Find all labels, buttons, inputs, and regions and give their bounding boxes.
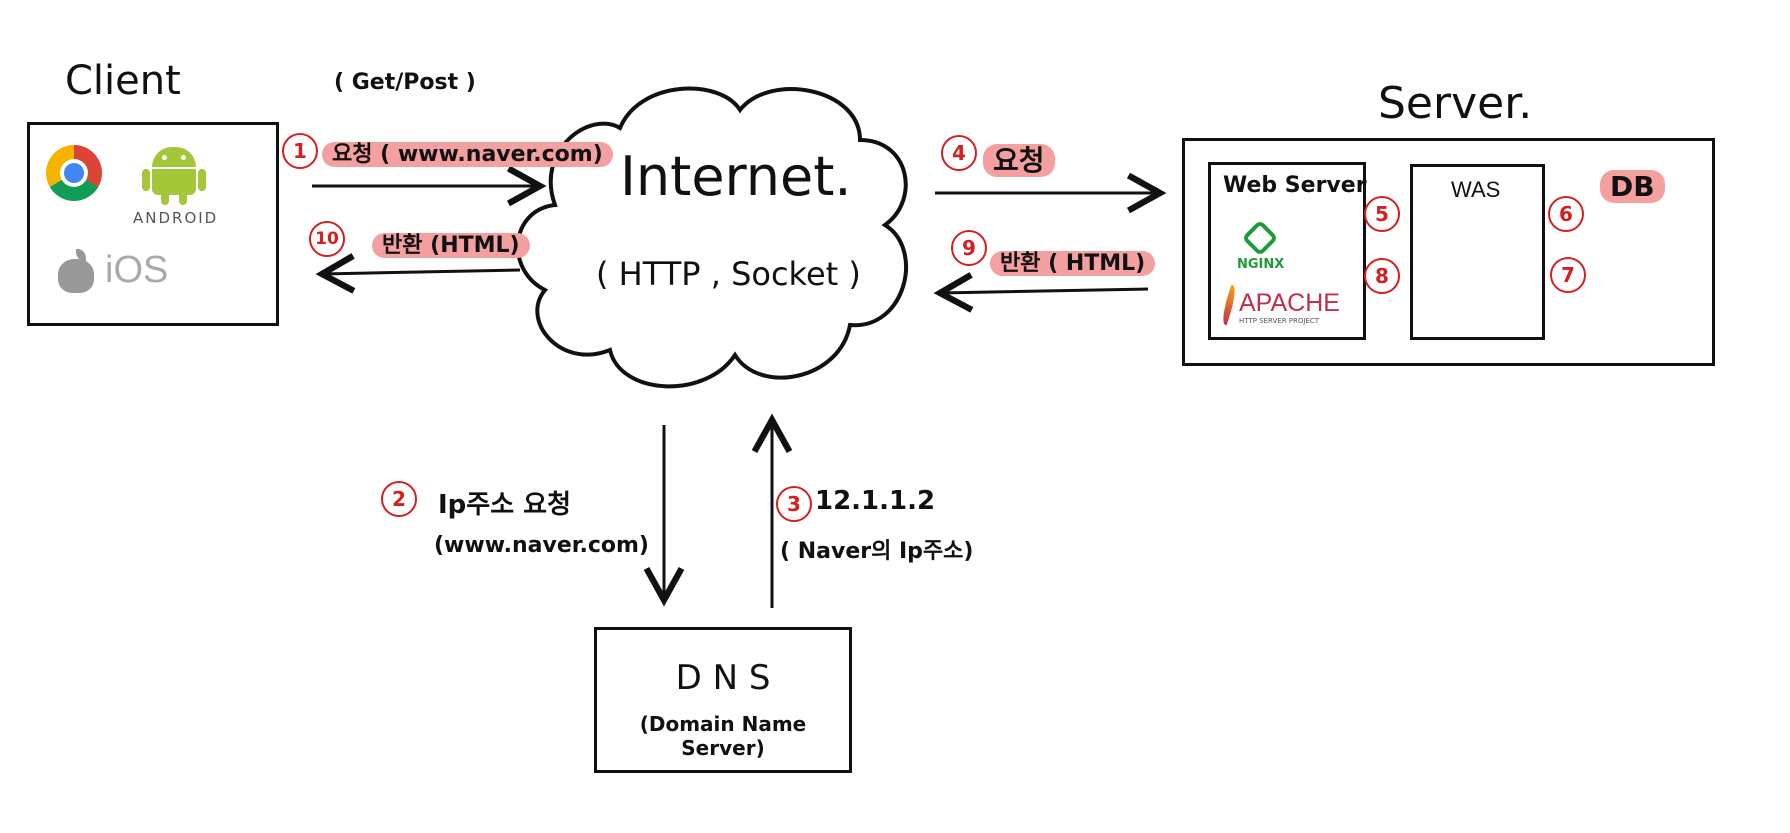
ios-label: iOS — [105, 249, 169, 291]
dns-subtitle: (Domain Name Server) — [639, 712, 807, 760]
internet-cloud — [515, 86, 909, 389]
db-title: DB — [1600, 170, 1665, 203]
step-3-marker: 3 — [776, 486, 812, 522]
step-9-marker: 9 — [951, 230, 987, 266]
nginx-label: NGINX — [1237, 257, 1285, 272]
step-2-marker: 2 — [381, 481, 417, 517]
apple-icon — [58, 249, 94, 293]
step-1-text: 요청 ( www.naver.com) — [322, 142, 613, 167]
was-title: WAS — [1451, 177, 1501, 202]
internet-title: Internet. — [620, 145, 852, 208]
step-4-label: 요청 — [983, 139, 1055, 179]
web-server-box: Web Server NGINX APACHE HTTP SERVER PROJ… — [1208, 162, 1367, 340]
nginx-icon — [1241, 219, 1279, 257]
android-label: ANDROID — [133, 209, 219, 227]
step-3-sub: ( Naver의 Ip주소) — [780, 539, 974, 564]
server-title: Server. — [1378, 78, 1533, 129]
client-title: Client — [65, 58, 181, 104]
android-icon — [142, 147, 206, 205]
internet-subtitle: ( HTTP , Socket ) — [596, 255, 861, 293]
step-9-label: 반환 ( HTML) — [990, 245, 1156, 277]
web-server-title: Web Server — [1223, 173, 1367, 198]
arrow-response-internet-to-client — [315, 253, 521, 294]
db-title-text: DB — [1600, 170, 1665, 203]
step-3-text: 12.1.1.2 — [815, 486, 936, 516]
step-4-marker: 4 — [941, 135, 977, 171]
apache-sub-label: HTTP SERVER PROJECT — [1239, 317, 1320, 325]
was-box: WAS — [1410, 164, 1545, 340]
step-2-sub: (www.naver.com) — [434, 533, 649, 558]
step-9-text: 반환 ( HTML) — [990, 251, 1156, 276]
apache-feather-icon — [1219, 284, 1239, 326]
step-7-marker: 7 — [1550, 257, 1586, 293]
step-2-text: Ip주소 요청 — [438, 490, 572, 520]
step-1-label: 요청 ( www.naver.com) — [322, 136, 613, 168]
step-8-marker: 8 — [1364, 258, 1400, 294]
dns-title: D N S — [675, 658, 771, 698]
step-1-marker: 1 — [282, 133, 318, 169]
apache-label: APACHE — [1239, 289, 1340, 317]
client-box: ANDROID iOS — [27, 122, 279, 326]
arrow-response-server-to-internet — [933, 272, 1149, 313]
step-10-marker: 10 — [309, 221, 345, 257]
step-4-text: 요청 — [983, 144, 1055, 177]
step-10-label: 반환 (HTML) — [372, 227, 530, 259]
method-note: ( Get/Post ) — [334, 70, 476, 95]
dns-box: D N S (Domain Name Server) — [594, 627, 852, 773]
chrome-icon — [46, 145, 102, 201]
step-5-marker: 5 — [1364, 196, 1400, 232]
step-10-text: 반환 (HTML) — [372, 233, 530, 258]
step-6-marker: 6 — [1548, 196, 1584, 232]
